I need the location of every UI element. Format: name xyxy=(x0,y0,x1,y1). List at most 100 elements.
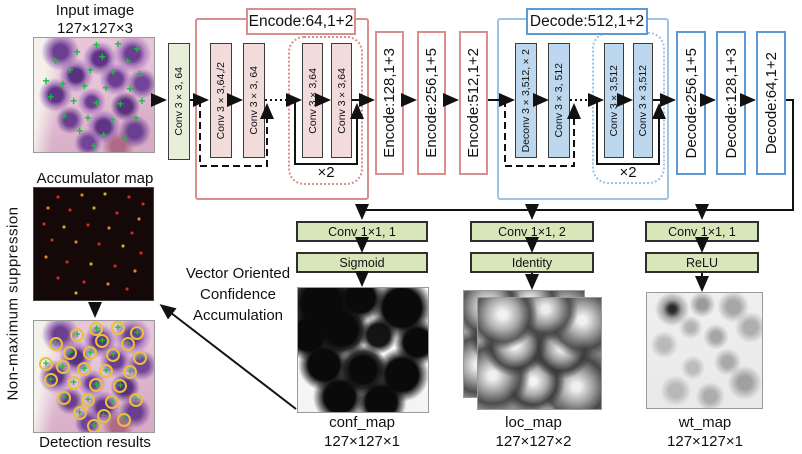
detection-circle: + xyxy=(83,346,98,361)
detection-circle: + xyxy=(57,390,71,405)
accumulator-dot xyxy=(82,280,86,284)
encode-256-box: Encode:256,1+5 xyxy=(417,31,446,175)
encoder-conv2-box: Conv 3×3, 64 xyxy=(243,43,265,158)
accumulator-dot xyxy=(103,192,107,196)
detection-circle: + xyxy=(39,357,53,372)
detection-circle: + xyxy=(99,363,113,378)
accumulator-dot xyxy=(42,222,46,226)
accumulator-map-label: Accumulator map xyxy=(36,170,154,187)
decoder-times-label: ×2 xyxy=(619,164,637,181)
accumulator-dot xyxy=(113,264,117,268)
loc-map-image-front xyxy=(477,297,602,410)
loc-map-label: loc_map xyxy=(505,414,562,431)
encoder-group-label: Encode:64,1+2 xyxy=(246,8,356,35)
detection-circle: + xyxy=(95,333,110,348)
detection-circle: + xyxy=(43,372,58,387)
accumulator-dot xyxy=(97,242,101,246)
conf-map-image xyxy=(297,287,429,413)
voca-label: Vector Oriented Confidence Accumulation xyxy=(185,265,291,324)
accumulator-dot xyxy=(89,262,93,266)
decoder-deconv-box: Deconv 3×3,512,×2 xyxy=(515,43,537,158)
accumulator-dot xyxy=(65,260,69,264)
encode-128-box: Encode:128,1+3 xyxy=(375,31,404,175)
decoder-rep-conv1-box: Conv 3×3,512 xyxy=(604,43,624,158)
sigmoid-box: Sigmoid xyxy=(296,252,428,273)
detection-circle: + xyxy=(123,365,137,380)
identity-box: Identity xyxy=(470,252,594,273)
accumulator-dot xyxy=(46,206,50,210)
detection-circle: + xyxy=(55,359,70,374)
accumulator-dot xyxy=(141,202,145,206)
accumulator-dot xyxy=(50,238,54,242)
accumulator-dot xyxy=(106,282,110,286)
wt-conv-box: Conv 1×1, 1 xyxy=(645,221,759,242)
detection-circle: + xyxy=(129,392,143,407)
accumulator-dot xyxy=(74,240,78,244)
conf-map-dims: 127×127×1 xyxy=(324,433,400,450)
detection-circle: + xyxy=(96,409,111,424)
decode-64-box: Decode:64,1+2 xyxy=(756,31,786,175)
detection-circle: + xyxy=(63,346,77,361)
accumulator-dot xyxy=(92,206,95,210)
detection-circle: + xyxy=(132,350,147,365)
wt-map-image xyxy=(646,292,763,409)
input-image-title: Input image xyxy=(55,2,135,19)
input-image: +++++++++++++++++++++++++++++ xyxy=(33,37,155,153)
accumulator-dot xyxy=(68,208,72,212)
encoder-times-label: ×2 xyxy=(317,164,335,181)
detection-circle: + xyxy=(81,392,95,407)
accumulator-dot xyxy=(115,211,119,215)
detection-circle: + xyxy=(106,348,121,363)
detection-results-image: ++++++++++++++++++++++++++++ xyxy=(33,320,155,433)
detection-circle: + xyxy=(72,406,87,421)
accumulator-dot xyxy=(107,226,111,230)
accumulator-dot xyxy=(56,195,60,199)
detection-circle: + xyxy=(111,321,125,335)
decode-128-box: Decode:128,1+3 xyxy=(716,31,746,175)
encode-512-box: Encode:512,1+2 xyxy=(459,31,488,175)
detection-circle: + xyxy=(130,326,145,341)
decoder-conv-box: Conv 3×3, 512 xyxy=(548,43,570,158)
decoder-rep-conv2-box: Conv 3×3,512 xyxy=(633,43,653,158)
accumulator-dot xyxy=(121,244,125,248)
detection-circle: + xyxy=(48,337,63,352)
decoder-repeat-box xyxy=(592,32,665,184)
encoder-rep-conv2-box: Conv 3×3,64 xyxy=(331,43,352,158)
detection-circle: + xyxy=(77,361,92,376)
accumulator-dot xyxy=(62,225,66,229)
conf-conv-box: Conv 1×1, 1 xyxy=(296,221,428,242)
decoder-group-label: Decode:512,1+2 xyxy=(526,8,648,35)
detection-results-label: Detection results xyxy=(39,434,151,451)
accumulator-dot xyxy=(86,223,90,227)
nms-rotated-label: Non-maximum suppression xyxy=(4,206,22,401)
detection-circle: + xyxy=(87,419,101,432)
accumulator-dot xyxy=(127,195,131,199)
encoder-conv1-box: Conv 3×3,64,/2 xyxy=(210,43,232,158)
detection-circle: + xyxy=(120,337,135,352)
wt-map-dims: 127×127×1 xyxy=(667,433,743,450)
accumulator-dot xyxy=(133,269,137,273)
detection-circle: + xyxy=(113,379,128,394)
detection-circle: + xyxy=(66,376,81,391)
accumulator-dot xyxy=(74,291,78,295)
accumulator-map-image xyxy=(33,187,154,301)
accumulator-dot xyxy=(44,255,48,259)
detection-circle: + xyxy=(70,328,85,343)
detection-circle: + xyxy=(105,395,119,410)
detection-circle: + xyxy=(89,378,104,393)
accumulator-dot xyxy=(56,276,60,280)
detection-circle: + xyxy=(89,321,104,336)
accumulator-dot xyxy=(139,251,143,255)
input-image-dims: 127×127×3 xyxy=(57,20,133,37)
stem-conv-box: Conv 3×3, 64 xyxy=(168,43,190,160)
accumulator-dot xyxy=(137,217,141,221)
loc-map-dims: 127×127×2 xyxy=(495,433,572,450)
loc-conv-box: Conv 1×1, 2 xyxy=(470,221,594,242)
accumulator-dot xyxy=(125,287,129,291)
conf-map-label: conf_map xyxy=(329,414,395,431)
encoder-rep-conv1-box: Conv 3×3,64 xyxy=(302,43,323,158)
detection-circle: + xyxy=(117,412,131,427)
relu-box: ReLU xyxy=(645,252,759,273)
accumulator-dot xyxy=(130,231,134,235)
